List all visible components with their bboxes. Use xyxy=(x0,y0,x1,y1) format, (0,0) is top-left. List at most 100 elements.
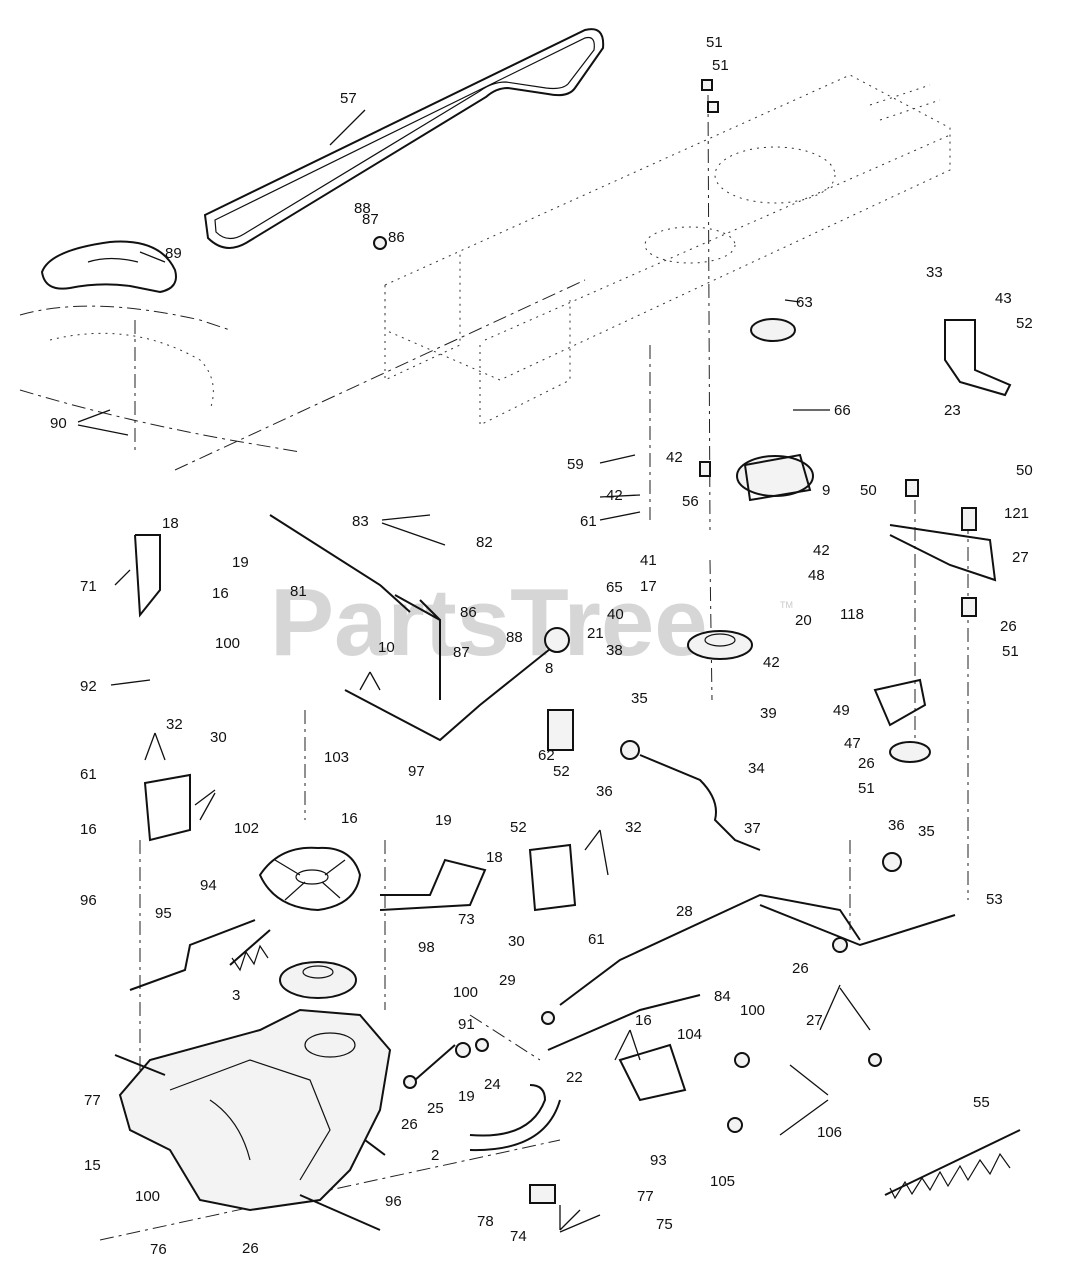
part-callout: 49 xyxy=(833,702,850,719)
part-callout: 30 xyxy=(210,729,227,746)
part-callout: 100 xyxy=(215,635,240,652)
seat-fender xyxy=(19,240,301,453)
part-callout: 75 xyxy=(656,1216,673,1233)
hose-inner xyxy=(469,1099,561,1152)
part-callout: 9 xyxy=(822,482,830,499)
part-callout: 50 xyxy=(1016,462,1033,479)
part-callout: 24 xyxy=(484,1076,501,1093)
pulley-parts xyxy=(279,318,931,999)
part-callout: 42 xyxy=(813,542,830,559)
part-callout: 42 xyxy=(666,449,683,466)
part-callout: 3 xyxy=(232,987,240,1004)
part-callout: 32 xyxy=(166,716,183,733)
part-callout: 106 xyxy=(817,1124,842,1141)
part-callout: 51 xyxy=(712,57,729,74)
part-callout: 41 xyxy=(640,552,657,569)
part-callout: 2 xyxy=(431,1147,439,1164)
part-callout: 52 xyxy=(510,819,527,836)
part-callout: 28 xyxy=(676,903,693,920)
part-callout: 27 xyxy=(806,1012,823,1029)
springs xyxy=(229,929,1021,1200)
part-callout: 118 xyxy=(840,606,864,623)
part-callout: 73 xyxy=(458,911,475,928)
part-callout: 35 xyxy=(918,823,935,840)
cooling-fan xyxy=(258,846,362,912)
part-callout: 26 xyxy=(858,755,875,772)
part-callout: 88 xyxy=(354,200,371,217)
part-callout: 34 xyxy=(748,760,765,777)
part-callout: 63 xyxy=(796,294,813,311)
transaxle xyxy=(118,1008,392,1231)
part-callout: 96 xyxy=(385,1193,402,1210)
part-callout: 87 xyxy=(362,211,379,228)
part-callout: 30 xyxy=(508,933,525,950)
leader-lines xyxy=(77,109,871,1233)
control-rods xyxy=(114,893,956,1076)
part-callout: 81 xyxy=(290,583,307,600)
part-callout: 55 xyxy=(973,1094,990,1111)
part-callout: 19 xyxy=(458,1088,475,1105)
drive-belt xyxy=(203,28,605,249)
part-callout: 33 xyxy=(926,264,943,281)
part-callout: 42 xyxy=(606,487,623,504)
part-callout: 32 xyxy=(625,819,642,836)
part-callout: 86 xyxy=(460,604,477,621)
part-callout: 100 xyxy=(740,1002,765,1019)
part-callout: 93 xyxy=(650,1152,667,1169)
part-callout: 19 xyxy=(232,554,249,571)
part-callout: 103 xyxy=(324,749,349,766)
part-callout: 61 xyxy=(80,766,97,783)
part-callout: 19 xyxy=(435,812,452,829)
part-callout: 71 xyxy=(80,578,97,595)
part-callout: 77 xyxy=(84,1092,101,1109)
part-callout: 87 xyxy=(453,644,470,661)
part-callout: 96 xyxy=(80,892,97,909)
part-callout: 26 xyxy=(1000,618,1017,635)
part-callout: 23 xyxy=(944,402,961,419)
part-callout: 29 xyxy=(499,972,516,989)
part-callout: 17 xyxy=(640,578,657,595)
hardware xyxy=(373,79,977,1204)
part-callout: 15 xyxy=(84,1157,101,1174)
part-callout: 27 xyxy=(1012,549,1029,566)
part-callout: 61 xyxy=(580,513,597,530)
part-callout: 10 xyxy=(378,639,395,656)
part-callout: 52 xyxy=(553,763,570,780)
part-callout: 89 xyxy=(165,245,182,262)
part-callout: 36 xyxy=(888,817,905,834)
part-callout: 51 xyxy=(1002,643,1019,660)
part-callout: 47 xyxy=(844,735,861,752)
part-callout: 50 xyxy=(860,482,877,499)
part-callout: 66 xyxy=(834,402,851,419)
part-callout: 57 xyxy=(340,90,357,107)
part-callout: 25 xyxy=(427,1100,444,1117)
part-callout: 26 xyxy=(401,1116,418,1133)
part-callout: 18 xyxy=(162,515,179,532)
part-callout: 102 xyxy=(234,820,259,837)
part-callout: 83 xyxy=(352,513,369,530)
part-callout: 82 xyxy=(476,534,493,551)
part-callout: 91 xyxy=(458,1016,475,1033)
part-callout: 42 xyxy=(763,654,780,671)
part-callout: 16 xyxy=(635,1012,652,1029)
part-callout: 76 xyxy=(150,1241,167,1258)
part-callout: 52 xyxy=(1016,315,1033,332)
tractor-frame xyxy=(384,74,951,426)
part-callout: 77 xyxy=(637,1188,654,1205)
part-callout: 51 xyxy=(706,34,723,51)
part-callout: 16 xyxy=(341,810,358,827)
brackets xyxy=(134,319,1012,1102)
part-callout: 88 xyxy=(506,629,523,646)
part-callout: 39 xyxy=(760,705,777,722)
part-callout: 40 xyxy=(607,606,624,623)
part-callout: 104 xyxy=(677,1026,702,1043)
part-callout: 35 xyxy=(631,690,648,707)
hose xyxy=(469,1084,547,1137)
part-callout: 51 xyxy=(858,780,875,797)
part-callout: 21 xyxy=(587,625,604,642)
part-callout: 43 xyxy=(995,290,1012,307)
part-callout: 100 xyxy=(135,1188,160,1205)
part-callout: 98 xyxy=(418,939,435,956)
